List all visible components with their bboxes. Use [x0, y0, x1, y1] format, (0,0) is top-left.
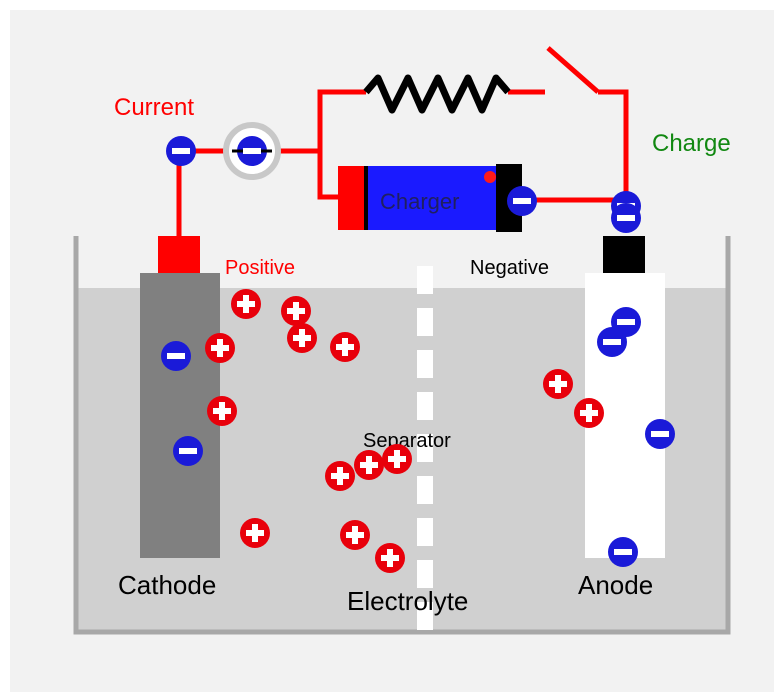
- minus-circle-icon: [166, 136, 196, 166]
- minus-circle-icon: [232, 136, 272, 166]
- charger-positive-cap: [338, 166, 366, 230]
- minus-circle-icon: [645, 419, 675, 449]
- plus-circle-icon: [354, 450, 384, 480]
- electrolyte-label: Electrolyte: [347, 586, 468, 616]
- separator-label: Separator: [363, 430, 451, 452]
- positive-label: Positive: [225, 257, 295, 279]
- charger-label: Charger: [380, 189, 459, 214]
- plus-circle-icon: [340, 520, 370, 550]
- resistor-icon: [363, 74, 511, 114]
- minus-circle-icon: [161, 341, 191, 371]
- plus-circle-icon: [325, 461, 355, 491]
- switch-icon: [546, 46, 600, 94]
- minus-circle-icon: [608, 537, 638, 567]
- minus-circle-icon: [611, 203, 641, 233]
- plus-circle-icon: [207, 396, 237, 426]
- cathode-terminal: [158, 236, 200, 273]
- charge-label: Charge: [652, 130, 731, 157]
- charger-indicator-dot: [484, 171, 496, 183]
- cathode-label: Cathode: [118, 570, 216, 600]
- minus-circle-icon: [173, 436, 203, 466]
- plus-circle-icon: [240, 518, 270, 548]
- negative-ions: [161, 136, 675, 567]
- cathode-electrode: [140, 273, 220, 558]
- tank: [73, 236, 731, 635]
- wire-top-loop-left: [317, 89, 366, 151]
- wire-charger-left: [317, 151, 340, 200]
- plus-circle-icon: [574, 398, 604, 428]
- plus-circle-icon: [287, 323, 317, 353]
- minus-circle-icon: [507, 186, 537, 216]
- wire-switch-right: [598, 89, 629, 206]
- plus-circle-icon: [330, 332, 360, 362]
- minus-circle-icon: [597, 327, 627, 357]
- current-label: Current: [114, 94, 194, 121]
- plus-circle-icon: [375, 543, 405, 573]
- plus-circle-icon: [205, 333, 235, 363]
- anode-label: Anode: [578, 570, 653, 600]
- plus-circle-icon: [231, 289, 261, 319]
- plus-circle-icon: [543, 369, 573, 399]
- plus-circle-icon: [382, 444, 412, 474]
- negative-label: Negative: [470, 257, 549, 279]
- anode-terminal: [603, 236, 645, 273]
- plus-circle-icon: [281, 296, 311, 326]
- positive-ions: [205, 289, 604, 573]
